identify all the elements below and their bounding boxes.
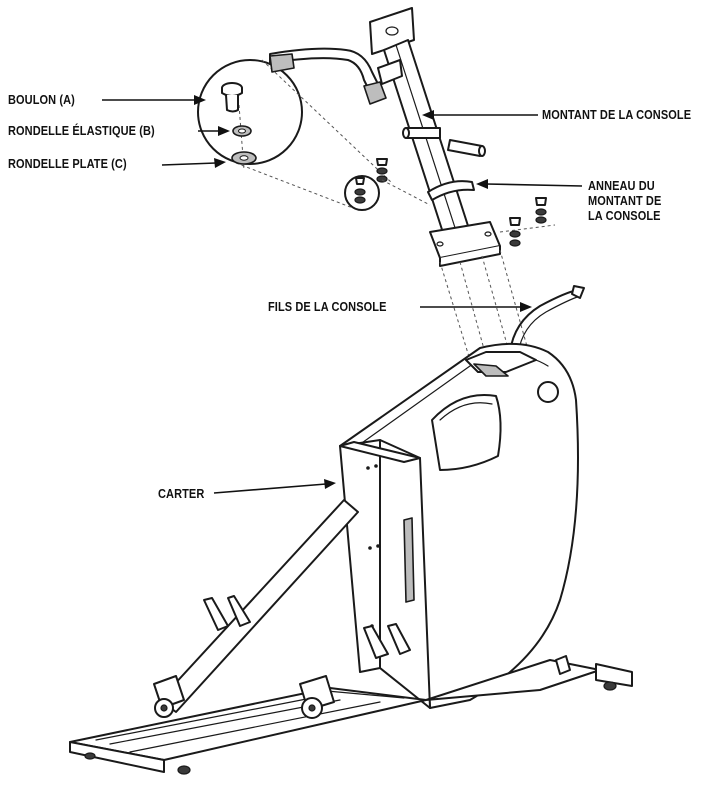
frame-wheel-left [153, 675, 185, 718]
label-spring-washer-b: RONDELLE ÉLASTIQUE (B) [8, 124, 155, 138]
hardware-detail-callout [197, 59, 393, 211]
housing-shroud [339, 342, 579, 709]
mast-peg-right [447, 139, 483, 157]
mast-peg-left [405, 127, 441, 139]
label-console-mast: MONTANT DE LA CONSOLE [542, 108, 692, 122]
frame-wheel-right [299, 675, 335, 719]
label-flat-washer-c: RONDELLE PLATE (C) [8, 157, 127, 171]
handlebar-grip-left [269, 53, 295, 73]
label-housing: CARTER [158, 487, 205, 501]
detail-projection-line-bottom [235, 162, 359, 211]
detail-magnifier-circle [197, 59, 303, 165]
alignment-lines [439, 249, 529, 361]
mast-ring [427, 180, 475, 201]
label-mast-ring-line-2: MONTANT DE [588, 194, 662, 208]
label-bolt-a: BOULON (A) [8, 93, 75, 107]
arrow-console-wires [520, 302, 532, 312]
frame [69, 499, 633, 775]
leader-arrows [102, 95, 583, 494]
housing-flywheel [431, 394, 502, 471]
frame-base [69, 687, 427, 761]
arrow-spring-washer [218, 126, 230, 136]
frame-rear-foot [595, 663, 633, 687]
housing-knob [537, 381, 559, 403]
arrow-mast-ring [476, 179, 488, 189]
arrow-flat-washer [214, 158, 226, 168]
label-mast-ring-line-1: ANNEAU DU [588, 179, 655, 193]
hardware-set-right [499, 197, 556, 247]
console-wires [509, 289, 579, 353]
arrow-bolt [194, 95, 206, 105]
bolt-a-icon [221, 82, 243, 113]
flat-washer-c-icon [231, 151, 257, 165]
arrow-console-mast [422, 110, 434, 120]
label-mast-ring-line-3: LA CONSOLE [588, 209, 661, 223]
console-mast [269, 7, 501, 267]
arrow-housing [324, 479, 336, 489]
spring-washer-b-icon [232, 125, 252, 137]
handlebar-grip-right [363, 81, 387, 105]
label-mast-ring: ANNEAU DU MONTANT DE LA CONSOLE [588, 179, 661, 224]
label-console-wires: FILS DE LA CONSOLE [268, 300, 387, 314]
hardware-set-left [354, 158, 431, 206]
